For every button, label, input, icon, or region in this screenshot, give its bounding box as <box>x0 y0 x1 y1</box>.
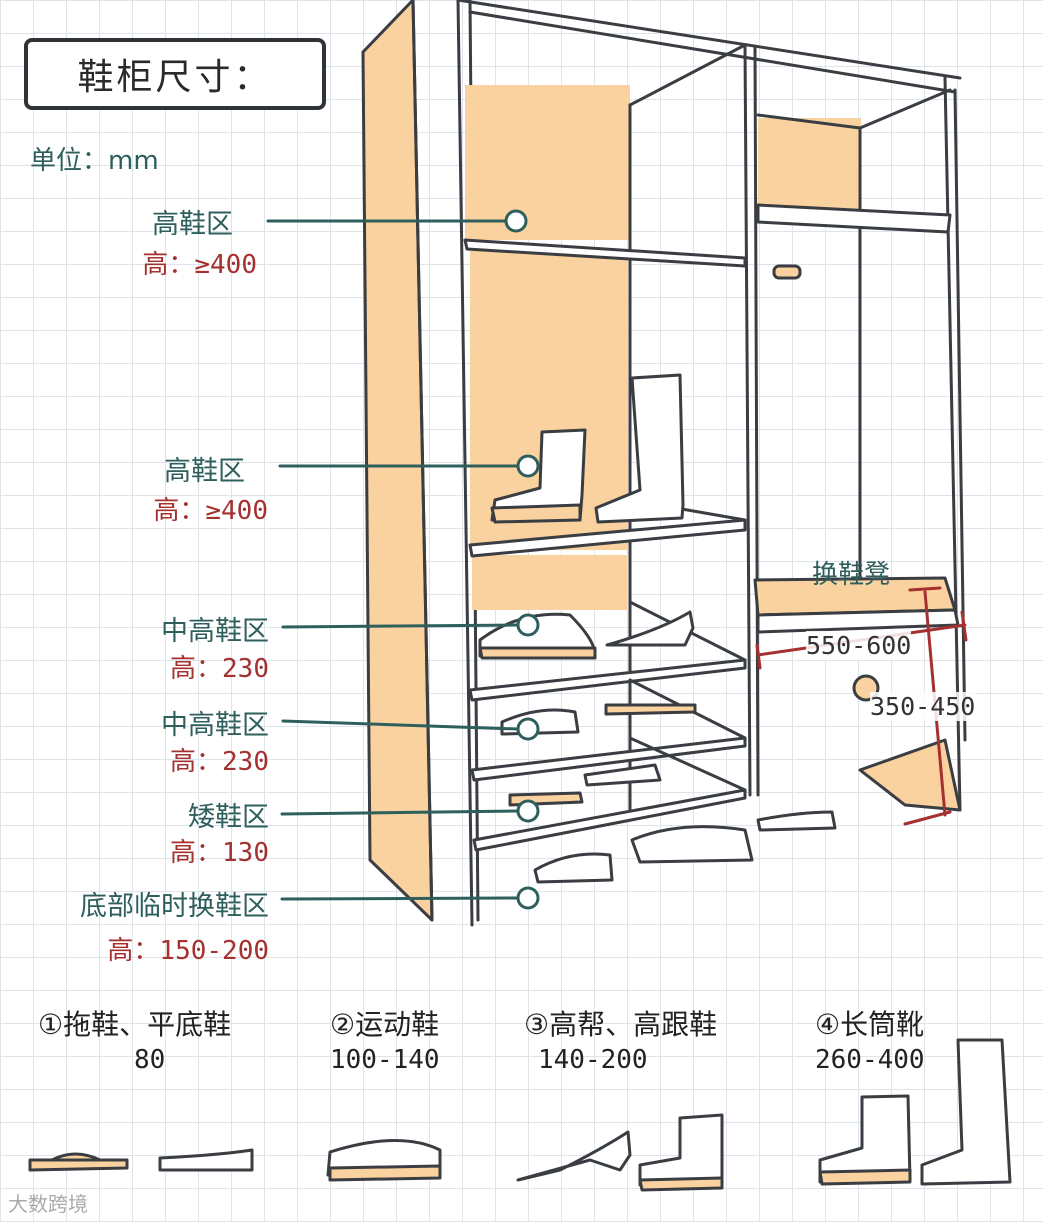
zone-label-6: 底部临时换鞋区 <box>80 891 269 922</box>
zone-value-1: 高：≥400 <box>142 250 257 280</box>
category-value-3: 140-200 <box>538 1045 648 1075</box>
shelf-1 <box>463 238 747 268</box>
long-boot-shape <box>920 1038 1012 1186</box>
zone-label-4: 中高鞋区 <box>161 710 269 741</box>
back-panel-top <box>465 85 630 240</box>
marker-dot-4 <box>516 717 540 741</box>
high-top-shape <box>638 1113 724 1187</box>
tall-boot-shape <box>594 373 685 524</box>
shelf-3 <box>468 658 747 702</box>
back-panel-low <box>472 555 627 610</box>
shelf-5 <box>472 788 747 852</box>
category-title-3: ③高帮、高跟鞋 <box>524 1008 718 1041</box>
shelf-2 <box>468 518 747 558</box>
marker-dot-2 <box>516 454 540 478</box>
zone-label-5: 矮鞋区 <box>188 802 269 833</box>
bench-label: 换鞋凳 <box>812 560 891 590</box>
zone-value-3: 高：230 <box>170 654 269 684</box>
title-box: 鞋柜尺寸： <box>24 38 326 110</box>
flat-shoe-shape <box>158 1148 254 1172</box>
zone-value-6: 高：150-200 <box>107 936 269 966</box>
marker-dot-3 <box>516 613 540 637</box>
heel-shape <box>516 1130 632 1182</box>
zone-value-4: 高：230 <box>170 747 269 777</box>
zone-value-2: 高：≥400 <box>153 496 268 526</box>
watermark: 大数跨境 <box>8 1192 88 1216</box>
short-boot-shape <box>818 1094 912 1184</box>
back-panel-right <box>758 118 861 213</box>
marker-dot-6 <box>516 886 540 910</box>
marker-dot-1 <box>504 209 528 233</box>
category-title-2: ②运动鞋 <box>330 1008 440 1041</box>
zone-label-2: 高鞋区 <box>164 456 245 487</box>
zone-label-3: 中高鞋区 <box>161 616 269 647</box>
zone-value-5: 高：130 <box>170 838 269 868</box>
category-value-1: 80 <box>134 1045 166 1075</box>
bench-height: 350-450 <box>870 692 976 721</box>
unit-label: 单位：mm <box>30 146 159 176</box>
category-title-4: ④长筒靴 <box>815 1008 925 1041</box>
category-value-4: 260-400 <box>815 1045 925 1075</box>
slipper-shape <box>28 1158 129 1172</box>
category-title-1: ①拖鞋、平底鞋 <box>38 1008 232 1041</box>
zone-label-1: 高鞋区 <box>152 209 233 240</box>
page-title: 鞋柜尺寸： <box>77 57 273 98</box>
marker-dot-5 <box>516 799 540 823</box>
category-value-2: 100-140 <box>330 1045 440 1075</box>
bench-width: 550-600 <box>806 631 912 660</box>
